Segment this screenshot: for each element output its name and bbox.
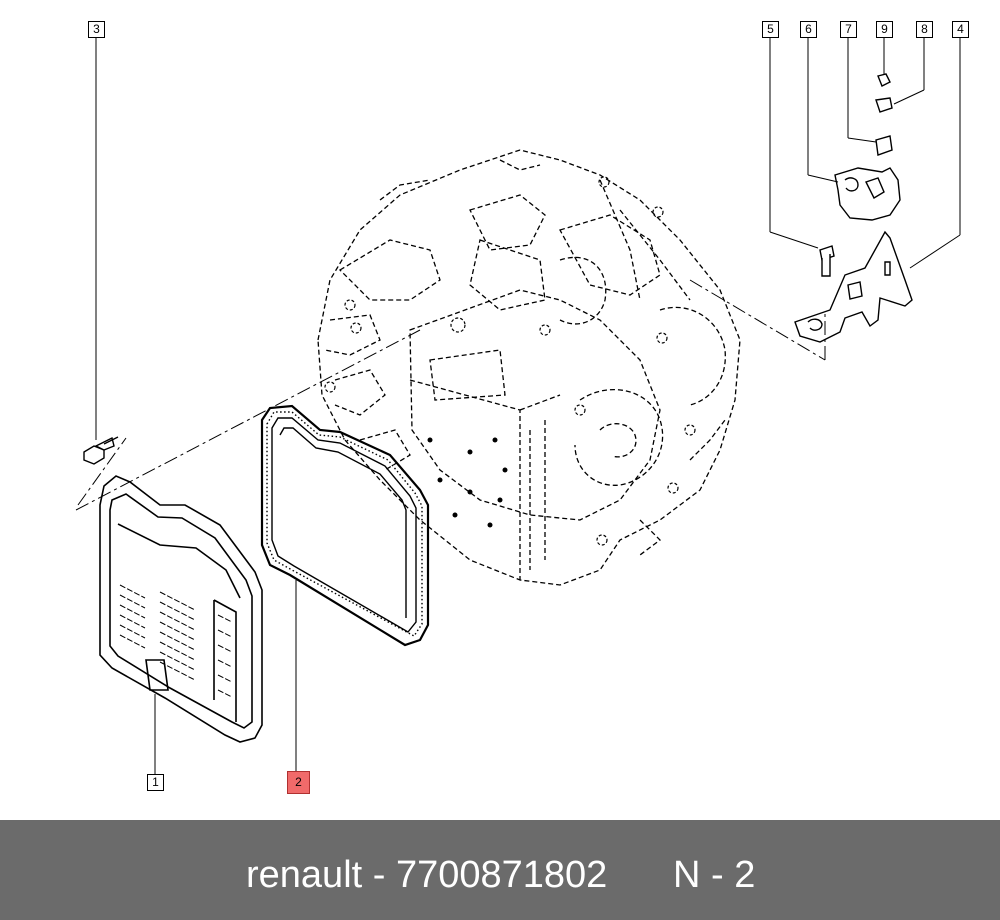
gasket-part-2: [260, 404, 430, 647]
brand-part-number: renault - 7700871802: [246, 854, 608, 896]
callout-6: 6: [800, 21, 817, 38]
diagram-drawing: [75, 37, 961, 774]
position-code: N - 2: [673, 854, 756, 896]
callout-7: 7: [840, 21, 857, 38]
oil-pan-ribs: [119, 584, 233, 698]
transmission-housing: [317, 149, 741, 586]
housing-bolt-heads: [324, 176, 696, 546]
callout-4: 4: [952, 21, 969, 38]
exploded-parts-diagram: 3 5 6 7 9 8 4 1 2: [75, 21, 969, 794]
callout-2-highlighted[interactable]: 2: [287, 771, 310, 794]
bracket-assembly: [794, 73, 913, 343]
callout-5: 5: [762, 21, 779, 38]
callout-9: 9: [876, 21, 893, 38]
footer-bar: renault - 7700871802 N - 2: [0, 820, 1000, 920]
valve-body-dots: [427, 437, 508, 528]
callout-3: 3: [88, 21, 105, 38]
assembly-guide-lines: [75, 279, 826, 511]
leader-lines: [95, 37, 961, 774]
bolt-part-3: [83, 436, 119, 465]
oil-pan-part-1: [99, 475, 263, 743]
callout-1: 1: [147, 774, 164, 791]
callout-8: 8: [916, 21, 933, 38]
